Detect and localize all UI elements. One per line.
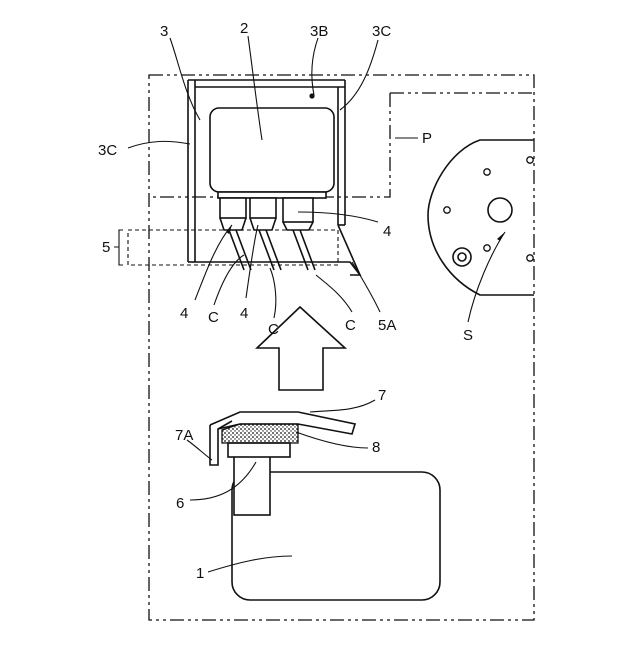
nozzle-right	[283, 198, 313, 222]
label-1: 1	[196, 565, 204, 582]
label-2: 2	[240, 20, 248, 37]
tube-c-middle	[259, 230, 281, 270]
panel-2	[210, 108, 334, 192]
label-c-2: C	[268, 321, 279, 338]
tubes-c	[229, 230, 315, 270]
label-7a: 7A	[175, 427, 193, 444]
label-5a: 5A	[378, 317, 396, 334]
rotor-s	[428, 140, 534, 295]
filter-8	[222, 424, 298, 443]
rotor-housing-outline	[428, 140, 534, 295]
rotor-pin-inner	[458, 253, 466, 261]
housing-right-wall	[338, 80, 345, 225]
rotor-pin-outer	[453, 248, 471, 266]
nozzle-left	[220, 198, 246, 218]
label-6: 6	[176, 495, 184, 512]
panel-2-base	[218, 192, 326, 198]
label-s: S	[463, 327, 473, 344]
label-3: 3	[160, 23, 168, 40]
label-c-3: C	[345, 317, 356, 334]
label-3b: 3B	[310, 23, 328, 40]
label-c-1: C	[208, 309, 219, 326]
label-5: 5	[102, 239, 110, 256]
region-5-brace	[114, 230, 123, 265]
guide-plate-5a	[195, 225, 360, 275]
label-4-right: 4	[383, 223, 391, 240]
insertion-arrow	[257, 307, 345, 390]
neck-6	[234, 455, 270, 515]
cap-6	[228, 443, 290, 457]
nozzles-4	[220, 198, 313, 230]
label-4-bottom-left: 4	[180, 305, 188, 322]
tube-c-left	[229, 230, 251, 270]
label-4-bottom-mid: 4	[240, 305, 248, 322]
label-3c-left: 3C	[98, 142, 117, 159]
tube-c-right	[293, 230, 315, 270]
label-3c-top: 3C	[372, 23, 391, 40]
rotor-center-hub	[488, 198, 512, 222]
label-p: P	[422, 130, 432, 147]
label-8: 8	[372, 439, 380, 456]
nozzle-middle	[250, 198, 276, 218]
label-7: 7	[378, 387, 386, 404]
housing-top-wall	[188, 80, 345, 87]
